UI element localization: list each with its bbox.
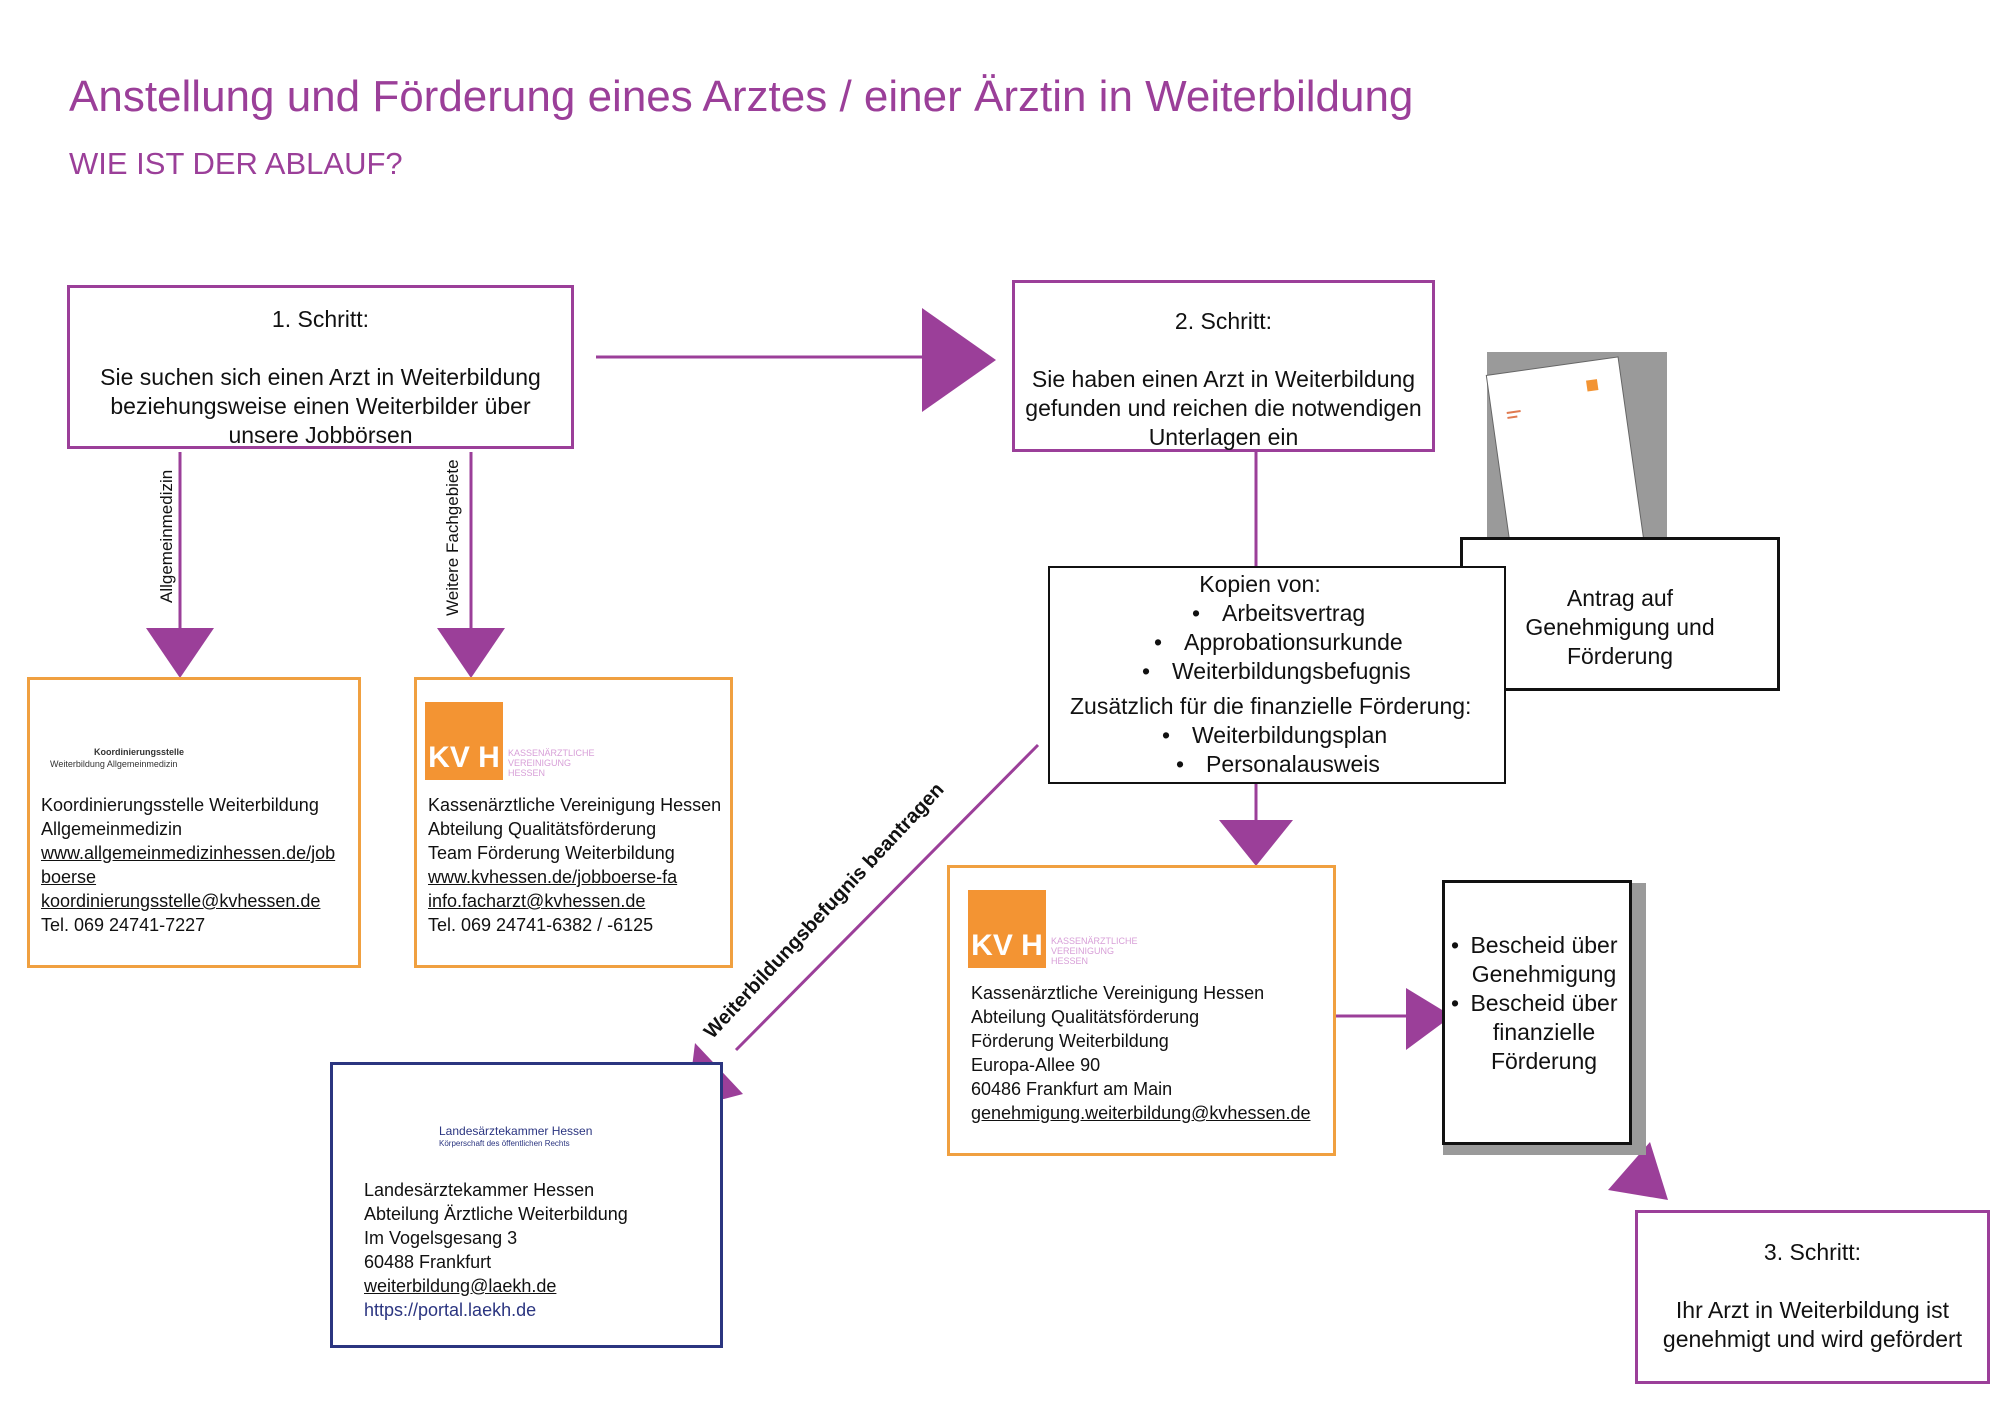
label-allgemeinmedizin: Allgemeinmedizin <box>157 469 176 603</box>
step3-heading: 3. Schritt: <box>1763 1239 1862 1265</box>
koordinierung-line1: Koordinierungsstelle Weiterbildung <box>41 795 319 815</box>
step3-box: 3. Schritt: Ihr Arzt in Weiterbildung is… <box>1635 1210 1990 1384</box>
copies-list: •Arbeitsvertrag •Approbationsurkunde •We… <box>1142 599 1504 686</box>
page-title: Anstellung und Förderung eines Arztes / … <box>69 72 1414 121</box>
kvh1-line3: Team Förderung Weiterbildung <box>428 843 675 863</box>
laekh-line3: Im Vogelsgesang 3 <box>364 1228 518 1248</box>
kvh2-line1: Kassenärztliche Vereinigung Hessen <box>971 983 1265 1003</box>
step2-box: 2. Schritt: Sie haben einen Arzt in Weit… <box>1012 280 1435 452</box>
laekh-line1: Landesärztekammer Hessen <box>364 1180 595 1200</box>
copies-extra-heading: Zusätzlich für die finanzielle Förderung… <box>1070 693 1472 719</box>
step2-heading: 2. Schritt: <box>1174 308 1273 334</box>
arrow-allgemeinmedizin-head <box>146 628 214 678</box>
koordinierung-box: Koordinierungsstelle Weiterbildung Allge… <box>27 677 361 968</box>
copies-extra-item: •Personalausweis <box>1176 751 1380 777</box>
kvh1-phone: Tel. 069 24741-6382 / -6125 <box>428 915 654 935</box>
koordinierung-logo-line1: Koordinierungsstelle <box>94 747 185 757</box>
step1-box: 1. Schritt: Sie suchen sich einen Arzt i… <box>67 285 574 449</box>
bescheid-box: • Bescheid über Genehmigung • Bescheid ü… <box>1442 880 1632 1145</box>
kvh2-line2: Abteilung Qualitätsförderung <box>971 1007 1200 1027</box>
copies-item: •Approbationsurkunde <box>1154 629 1403 655</box>
kvh2-line3: Förderung Weiterbildung <box>971 1031 1169 1051</box>
koordinierung-link-cont[interactable]: boerse <box>41 867 97 887</box>
step2-text: Sie haben einen Arzt in Weiterbildung ge… <box>1025 366 1422 450</box>
antrag-text: Antrag auf Genehmigung und Förderung <box>1525 585 1715 669</box>
kvh-logo: KV H <box>425 702 503 780</box>
laekh-box: Landesärztekammer Hessen Körperschaft de… <box>330 1062 723 1348</box>
arrow-kvh-bescheid-head <box>1406 988 1452 1050</box>
label-weitere-fachgebiete: Weitere Fachgebiete <box>443 459 462 616</box>
koordinierung-phone: Tel. 069 24741-7227 <box>41 915 206 935</box>
copies-extra-list: •Weiterbildungsplan •Personalausweis <box>1162 721 1504 779</box>
kvh1-link[interactable]: www.kvhessen.de/jobboerse-fa <box>428 867 678 887</box>
arrow-fachgebiete-head <box>437 628 505 678</box>
laekh-logo-line1: Landesärztekammer Hessen <box>439 1124 593 1138</box>
arrow-copies-kvh-head <box>1219 820 1293 866</box>
laekh-link[interactable]: https://portal.laekh.de <box>364 1300 537 1320</box>
koordinierung-link[interactable]: www.allgemeinmedizinhessen.de/job <box>41 843 336 863</box>
laekh-line2: Abteilung Ärztliche Weiterbildung <box>364 1204 628 1224</box>
kvh2-line5: 60486 Frankfurt am Main <box>971 1079 1173 1099</box>
step1-text: Sie suchen sich einen Arzt in Weiterbild… <box>100 364 541 448</box>
kvh-logo: KV H <box>968 890 1046 968</box>
bescheid-item: • Bescheid über finanzielle Förderung <box>1451 990 1618 1074</box>
koordinierung-logo-line2: Weiterbildung Allgemeinmedizin <box>50 759 178 769</box>
koordinierung-email[interactable]: koordinierungsstelle@kvhessen.de <box>41 891 321 911</box>
antrag-box: Antrag auf Genehmigung und Förderung <box>1460 537 1780 691</box>
laekh-line4: 60488 Frankfurt <box>364 1252 492 1272</box>
copies-item: •Weiterbildungsbefugnis <box>1142 658 1411 684</box>
copies-extra-item: •Weiterbildungsplan <box>1162 722 1388 748</box>
kvh2-line4: Europa-Allee 90 <box>971 1055 1101 1075</box>
kvh1-email[interactable]: info.facharzt@kvhessen.de <box>428 891 646 911</box>
arrow-befugnis-line <box>734 743 1040 1052</box>
laekh-email[interactable]: weiterbildung@laekh.de <box>364 1276 557 1296</box>
kvh2-email[interactable]: genehmigung.weiterbildung@kvhessen.de <box>971 1103 1311 1123</box>
copies-item: •Arbeitsvertrag <box>1192 600 1366 626</box>
kvh1-line1: Kassenärztliche Vereinigung Hessen <box>428 795 722 815</box>
arrow-step1-step2-head <box>922 308 996 412</box>
copies-box: Kopien von: •Arbeitsvertrag •Approbation… <box>1048 566 1506 784</box>
laekh-logo-line2: Körperschaft des öffentlichen Rechts <box>439 1139 570 1148</box>
step1-heading: 1. Schritt: <box>271 306 370 332</box>
bescheid-item: • Bescheid über Genehmigung <box>1451 932 1618 987</box>
step3-text: Ihr Arzt in Weiterbildung ist genehmigt … <box>1662 1297 1963 1352</box>
page-subtitle: WIE IST DER ABLAUF? <box>69 146 403 181</box>
koordinierung-line2: Allgemeinmedizin <box>41 819 183 839</box>
copies-heading: Kopien von: <box>1199 571 1321 597</box>
kvh1-line2: Abteilung Qualitätsförderung <box>428 819 657 839</box>
arrow-bescheid-step3-head <box>1608 1142 1668 1200</box>
